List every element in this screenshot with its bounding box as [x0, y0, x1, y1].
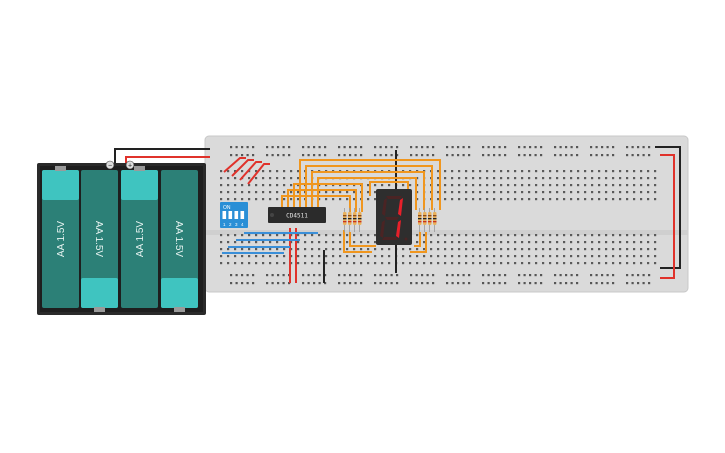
- battery-lead-red: [125, 156, 210, 164]
- minus-terminal-label: −: [108, 163, 112, 170]
- battery-cell-1: AA 1.5V: [42, 166, 79, 308]
- battery-cell-label: AA 1.5V: [56, 221, 67, 257]
- dip-position-label: 2: [229, 222, 232, 227]
- battery-lead-black: [114, 148, 210, 164]
- dip-switch-on-label: ON: [223, 205, 231, 211]
- chip-label: CD4511: [286, 213, 308, 220]
- dip-position-label: 4: [241, 222, 244, 227]
- segment-c: [396, 220, 401, 238]
- seven-segment-digit: 1: [0, 0, 1, 1]
- breadboard[interactable]: [204, 135, 689, 293]
- segment-b: [398, 198, 403, 216]
- segment-a: [386, 196, 402, 199]
- right-rail-red: [660, 154, 675, 279]
- segment-e: [380, 220, 385, 238]
- breadboard-holes: [220, 146, 657, 285]
- right-rail-black: [655, 146, 681, 269]
- dip-toggle-3[interactable]: [234, 211, 239, 219]
- dip-toggle-4[interactable]: [240, 211, 245, 219]
- battery-pack[interactable]: AA 1.5V AA 1.5V AA 1.5V AA 1.5V − +: [37, 160, 206, 315]
- battery-cell-2: AA 1.5V: [81, 170, 118, 312]
- segment-g: [385, 217, 399, 220]
- dip-toggle-1[interactable]: [222, 211, 227, 219]
- chip-cd4511[interactable]: CD4511: [268, 207, 326, 223]
- segment-f: [382, 198, 387, 216]
- battery-cell-label: AA 1.5V: [173, 221, 184, 257]
- battery-terminals: − +: [105, 160, 135, 170]
- dip-position-label: 1: [223, 222, 226, 227]
- seven-segment-display[interactable]: 1: [0, 0, 412, 245]
- resistor-arrays: [343, 208, 437, 232]
- battery-cell-3: AA 1.5V: [121, 166, 158, 308]
- segment-d: [382, 237, 398, 240]
- battery-cell-4: AA 1.5V: [161, 170, 198, 312]
- dip-toggle-2[interactable]: [228, 211, 233, 219]
- battery-cell-label: AA 1.5V: [93, 221, 104, 257]
- dip-position-label: 3: [235, 222, 238, 227]
- plus-terminal-label: +: [128, 163, 132, 170]
- battery-cell-label: AA 1.5V: [135, 221, 146, 257]
